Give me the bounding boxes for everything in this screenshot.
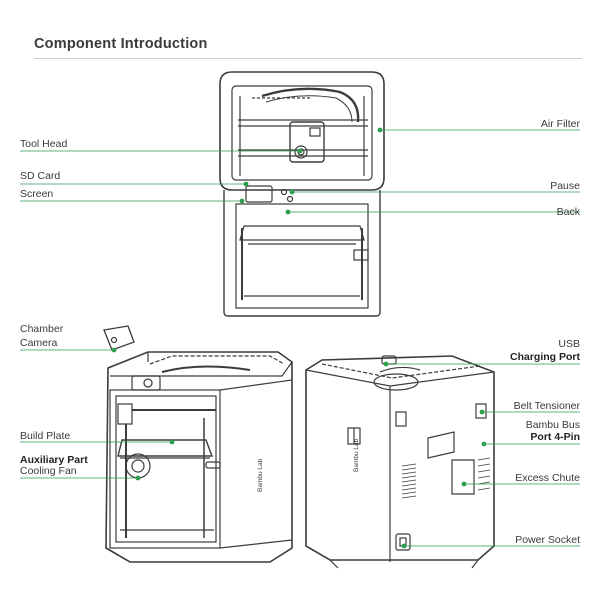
label-air-filter: Air Filter — [540, 118, 580, 130]
label-excess-chute: Excess Chute — [515, 472, 580, 484]
label-auxiliary-part: Auxiliary Part — [20, 454, 88, 466]
page-title: Component Introduction — [34, 36, 208, 52]
printer-top-view — [219, 71, 385, 317]
label-bambu-bus: Bambu Bus — [525, 419, 580, 431]
title-divider — [34, 58, 582, 59]
leader-dots — [111, 127, 487, 549]
label-tool-head: Tool Head — [20, 138, 68, 150]
label-back: Back — [556, 206, 580, 218]
label-port-4pin: Port 4-Pin — [530, 431, 580, 443]
printer-front-view — [103, 325, 293, 563]
brand-logo-back: Bambu Lab — [353, 438, 360, 472]
label-sd-card: SD Card — [20, 170, 61, 182]
label-cooling-fan: Cooling Fan — [20, 465, 77, 477]
label-screen: Screen — [20, 188, 54, 200]
label-charging-port: Charging Port — [510, 351, 580, 363]
label-usb: USB — [558, 338, 580, 350]
label-build-plate: Build Plate — [20, 430, 71, 442]
label-power-socket: Power Socket — [515, 534, 580, 546]
label-belt-tensioner: Belt Tensioner — [513, 400, 580, 412]
label-camera: Camera — [20, 337, 58, 349]
label-chamber: Chamber — [20, 323, 64, 335]
label-pause: Pause — [550, 180, 580, 192]
leader-lines — [20, 129, 580, 547]
printer-back-view — [305, 355, 495, 569]
brand-logo-front: Bambu Lab — [257, 458, 264, 492]
